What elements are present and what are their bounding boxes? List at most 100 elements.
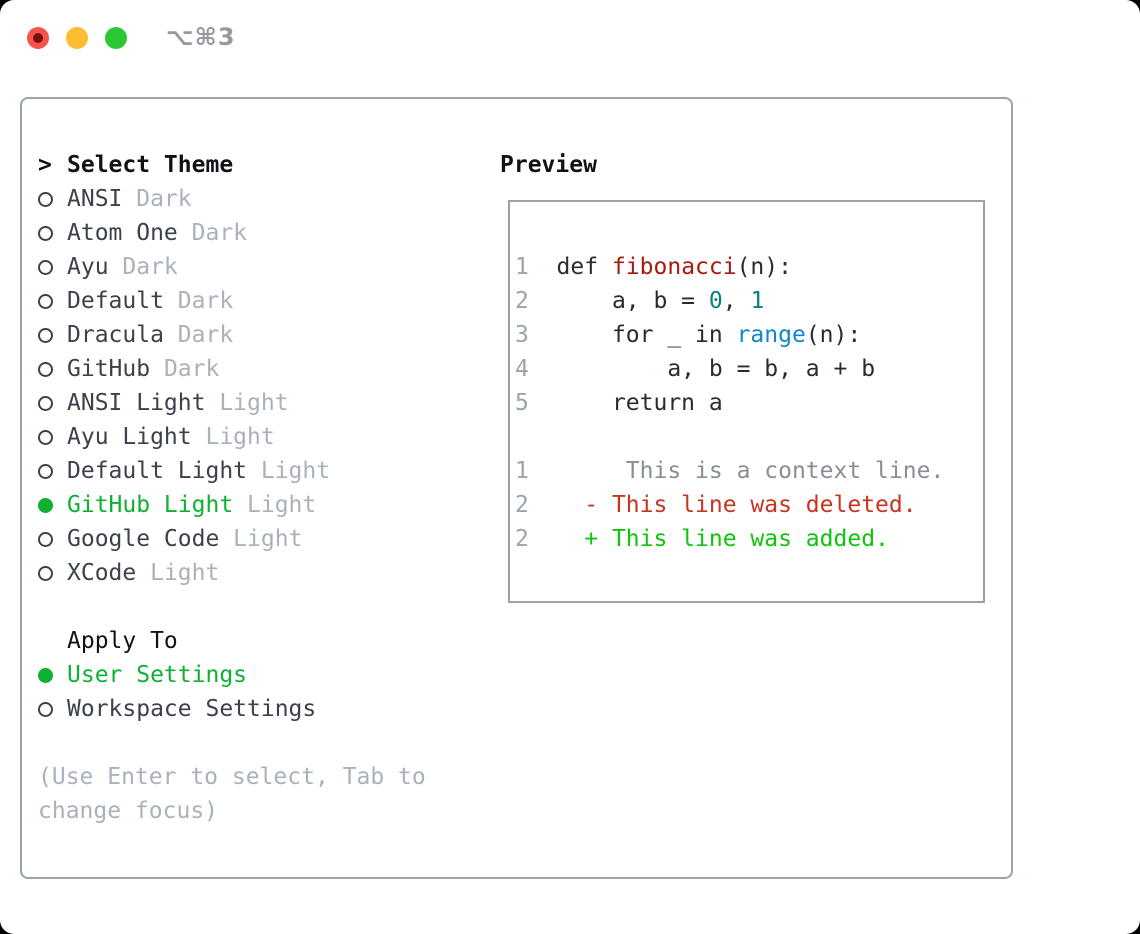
option-label: Ayu <box>67 254 109 280</box>
option-variant-label: Dark <box>108 254 178 280</box>
option-label: Atom One <box>67 220 178 246</box>
option-variant-label: Dark <box>163 288 234 314</box>
minimize-button[interactable] <box>66 27 88 49</box>
code-line: 1 def fibonacci(n): <box>515 250 983 284</box>
option-label: Ayu Light <box>67 424 192 450</box>
option-label: GitHub <box>67 356 151 382</box>
preview-title: Preview <box>500 152 597 178</box>
option-label: Workspace Settings <box>67 696 317 722</box>
option-label: ANSI <box>67 186 123 212</box>
theme-option-dracula[interactable]: Dracula Dark <box>38 318 426 352</box>
close-button[interactable] <box>27 27 49 49</box>
code-segment-fn: fibonacci <box>611 254 737 280</box>
theme-option-ansi-light[interactable]: ANSI Light Light <box>38 386 426 420</box>
code-segment-num: 0 <box>708 288 723 314</box>
option-label: GitHub Light <box>67 492 234 518</box>
code-line: 3 for _ in range(n): <box>515 318 983 352</box>
option-label: ANSI Light <box>67 390 206 416</box>
theme-option-ansi[interactable]: ANSI Dark <box>38 182 426 216</box>
option-label: User Settings <box>67 662 248 688</box>
option-label: Google Code <box>67 526 220 552</box>
code-segment-bi: range <box>736 322 806 348</box>
code-segment-pl: a, b = <box>528 288 709 314</box>
apply-option-workspace-settings[interactable]: Workspace Settings <box>38 692 426 726</box>
option-variant-label: Light <box>191 424 275 450</box>
code-segment-ln: 2 <box>515 288 529 314</box>
code-segment-ln: 1 <box>515 458 529 484</box>
code-segment-ln: 4 <box>515 356 529 382</box>
radio-icon <box>38 701 53 717</box>
theme-option-default-light[interactable]: Default Light Light <box>38 454 426 488</box>
apply-to-header-label: Apply To <box>67 628 178 654</box>
theme-option-github-light[interactable]: GitHub Light Light <box>38 488 426 522</box>
select-theme-header: > Select Theme <box>38 148 426 182</box>
option-variant-label: Light <box>136 560 220 586</box>
radio-icon <box>38 225 53 241</box>
theme-option-ayu[interactable]: Ayu Dark <box>38 250 426 284</box>
theme-option-xcode[interactable]: XCode Light <box>38 556 426 590</box>
code-line: 2 a, b = 0, 1 <box>515 284 983 318</box>
radio-selected-icon <box>38 497 53 513</box>
option-variant-label: Dark <box>122 186 192 212</box>
option-variant-label: Light <box>247 458 331 484</box>
code-line: 2 - This line was deleted. <box>515 488 983 522</box>
code-segment-ctx: This is a context line. <box>528 458 945 484</box>
radio-icon <box>38 361 53 377</box>
code-segment-ln: 2 <box>515 526 529 552</box>
radio-icon <box>38 429 53 445</box>
option-label: Dracula <box>67 322 164 348</box>
help-text-line2: change focus) <box>38 798 219 824</box>
code-segment-pl: a, b = b, a + b <box>528 356 876 382</box>
select-theme-header-label: Select Theme <box>67 152 234 178</box>
code-segment-pl <box>529 526 584 552</box>
radio-icon <box>38 463 53 479</box>
spacer-row <box>38 590 426 624</box>
option-label: Default Light <box>67 458 248 484</box>
code-segment-pl: (n): <box>805 322 862 348</box>
help-text-line1: (Use Enter to select, Tab to <box>38 764 426 790</box>
apply-option-user-settings[interactable]: User Settings <box>38 658 426 692</box>
radio-selected-icon <box>38 667 53 683</box>
radio-icon <box>38 327 53 343</box>
window-title: ⌥⌘3 <box>166 23 236 51</box>
radio-icon <box>38 565 53 581</box>
code-segment-ln: 5 <box>515 390 529 416</box>
theme-option-default[interactable]: Default Dark <box>38 284 426 318</box>
cursor-chevron-icon: > <box>38 152 52 178</box>
option-label: Default <box>67 288 164 314</box>
radio-icon <box>38 531 53 547</box>
option-variant-label: Dark <box>150 356 220 382</box>
code-line: 1 This is a context line. <box>515 454 983 488</box>
option-variant-label: Light <box>233 492 317 518</box>
code-line <box>515 420 983 454</box>
option-label: XCode <box>67 560 137 586</box>
code-line: 5 return a <box>515 386 983 420</box>
option-variant-label: Light <box>219 526 303 552</box>
code-line: 4 a, b = b, a + b <box>515 352 983 386</box>
spacer-row <box>38 726 426 760</box>
theme-option-ayu-light[interactable]: Ayu Light Light <box>38 420 426 454</box>
code-line: 2 + This line was added. <box>515 522 983 556</box>
code-segment-pl <box>529 492 584 518</box>
code-segment-pl: return a <box>528 390 723 416</box>
radio-icon <box>38 395 53 411</box>
code-segment-add: + This line was added. <box>584 526 889 552</box>
code-segment-ln: 2 <box>515 492 529 518</box>
option-variant-label: Light <box>205 390 289 416</box>
theme-option-google-code[interactable]: Google Code Light <box>38 522 426 556</box>
code-segment-pl: , <box>722 288 751 314</box>
theme-option-atom-one[interactable]: Atom One Dark <box>38 216 426 250</box>
code-segment-del: - This line was deleted. <box>584 492 917 518</box>
code-segment-num: 1 <box>750 288 765 314</box>
theme-option-github[interactable]: GitHub Dark <box>38 352 426 386</box>
radio-icon <box>38 293 53 309</box>
option-variant-label: Dark <box>163 322 234 348</box>
zoom-button[interactable] <box>105 27 127 49</box>
code-segment-pl: def <box>528 254 612 280</box>
